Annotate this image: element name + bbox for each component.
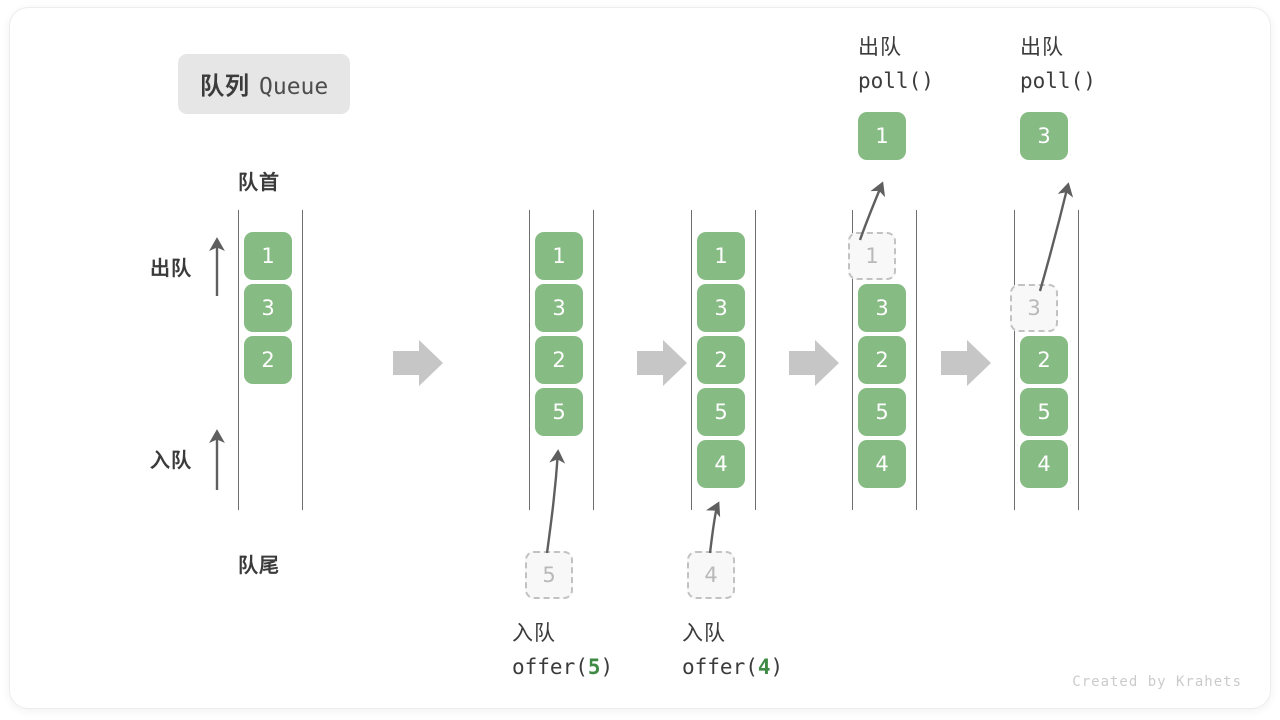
tail-label: 队尾 (238, 553, 280, 577)
operation-code: poll() (858, 64, 934, 98)
operation-cn: 入队 (512, 621, 556, 645)
rail-left (529, 210, 530, 510)
operation-code: offer(5) (512, 650, 613, 684)
operation-code-pre: poll( (858, 69, 922, 93)
operation-code-arg: 4 (757, 655, 771, 679)
title-en: Queue (259, 74, 329, 100)
operation-code-pre: offer( (682, 655, 758, 679)
operation-code-post: ) (770, 655, 784, 679)
offer-4-incoming-arrow (705, 501, 721, 554)
queue-cell: 3 (535, 284, 583, 332)
enqueue-label: 入队 (150, 448, 192, 472)
step-arrow-4 (941, 340, 991, 386)
queue-cell: 4 (858, 440, 906, 488)
operation-code-arg: 5 (587, 655, 601, 679)
diagram-card: 队列 Queue 队首 队尾 出队 入队 1 3 2 1 3 2 5 5 入队 o… (10, 8, 1270, 708)
operation-cn: 入队 (682, 621, 726, 645)
queue-cell: 2 (244, 336, 292, 384)
operation-code-post: ) (921, 69, 934, 93)
queue-cell: 5 (1020, 388, 1068, 436)
step-arrow-2 (637, 340, 687, 386)
rail-right (302, 210, 303, 510)
removed-ghost-cell: 3 (1010, 284, 1058, 332)
queue-cell: 2 (858, 336, 906, 384)
step-arrow-1 (393, 340, 443, 386)
operation-code-pre: poll( (1020, 69, 1084, 93)
operation-label-poll-1: 出队 poll() (858, 30, 934, 98)
queue-cell: 5 (697, 388, 745, 436)
queue-rails (529, 210, 595, 510)
rail-right (1078, 210, 1079, 510)
queue-rails (852, 210, 918, 510)
dequeue-label: 出队 (150, 256, 192, 280)
rail-left (691, 210, 692, 510)
queue-cell: 2 (697, 336, 745, 384)
rail-left (1014, 210, 1015, 510)
title-chip: 队列 Queue (178, 54, 351, 114)
popped-cell: 1 (858, 112, 906, 160)
operation-code-post: ) (600, 655, 614, 679)
operation-code: offer(4) (682, 650, 783, 684)
queue-cell: 2 (535, 336, 583, 384)
operation-label-offer-4: 入队 offer(4) (682, 616, 783, 684)
queue-rails (691, 210, 757, 510)
queue-cell: 4 (1020, 440, 1068, 488)
operation-code-pre: offer( (512, 655, 588, 679)
queue-cell: 5 (858, 388, 906, 436)
rail-right (755, 210, 756, 510)
step-arrow-3 (789, 340, 839, 386)
removed-ghost-cell: 1 (848, 232, 896, 280)
operation-code: poll() (1020, 64, 1096, 98)
queue-rails (1014, 210, 1080, 510)
queue-cell: 3 (244, 284, 292, 332)
incoming-ghost-cell: 4 (687, 551, 735, 599)
queue-cell: 3 (697, 284, 745, 332)
operation-cn: 出队 (858, 35, 902, 59)
queue-cell-new: 4 (697, 440, 745, 488)
operation-label-offer-5: 入队 offer(5) (512, 616, 613, 684)
queue-cell: 3 (858, 284, 906, 332)
rail-right (593, 210, 594, 510)
queue-cell: 2 (1020, 336, 1068, 384)
queue-cell-new: 5 (535, 388, 583, 436)
operation-code-post: ) (1083, 69, 1096, 93)
popped-cell: 3 (1020, 112, 1068, 160)
rail-right (916, 210, 917, 510)
title-cn: 队列 (200, 72, 250, 100)
head-label: 队首 (238, 170, 280, 194)
queue-cell: 1 (535, 232, 583, 280)
rail-left (238, 210, 239, 510)
queue-cell: 1 (244, 232, 292, 280)
rail-left (852, 210, 853, 510)
credit-text: Created by Krahets (1072, 674, 1242, 690)
operation-cn: 出队 (1020, 35, 1064, 59)
queue-cell: 1 (697, 232, 745, 280)
queue-rails (238, 210, 304, 510)
operation-label-poll-3: 出队 poll() (1020, 30, 1096, 98)
incoming-ghost-cell: 5 (525, 551, 573, 599)
